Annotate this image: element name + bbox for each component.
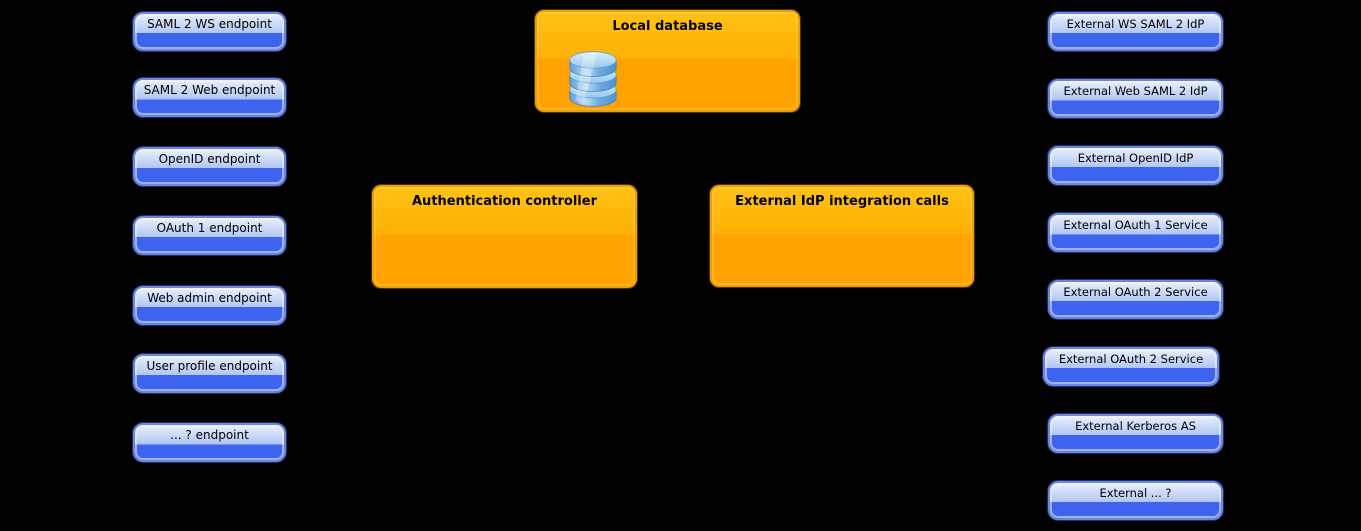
service-node-external-openid: External OpenID IdP (1048, 146, 1223, 185)
node-label: ... ? endpoint (170, 428, 249, 442)
endpoint-node-openid: OpenID endpoint (133, 147, 286, 186)
node-title: Local database (612, 19, 723, 34)
endpoint-node-oauth1: OAuth 1 endpoint (133, 216, 286, 255)
node-label: External OAuth 2 Service (1063, 285, 1208, 299)
database-icon (569, 51, 617, 107)
node-label: External Web SAML 2 IdP (1063, 84, 1208, 98)
node-label: External WS SAML 2 IdP (1066, 17, 1205, 31)
node-label: OAuth 1 endpoint (156, 221, 263, 235)
node-label: External OAuth 1 Service (1063, 218, 1208, 232)
node-label: External Kerberos AS (1075, 419, 1196, 433)
node-label: External ... ? (1099, 486, 1172, 500)
service-node-external-kerberos: External Kerberos AS (1048, 414, 1223, 453)
component-node-external-idp-calls: External IdP integration calls (710, 185, 974, 287)
node-label: OpenID endpoint (158, 152, 261, 166)
service-node-external-web-saml2: External Web SAML 2 IdP (1048, 79, 1223, 118)
service-node-external-oauth2-b: External OAuth 2 Service (1043, 347, 1219, 386)
node-label: User profile endpoint (146, 359, 273, 373)
node-title: External IdP integration calls (735, 194, 949, 209)
endpoint-node-saml2-web: SAML 2 Web endpoint (133, 78, 286, 117)
endpoint-node-other: ... ? endpoint (133, 423, 286, 462)
endpoint-node-saml2-ws: SAML 2 WS endpoint (133, 12, 286, 51)
node-label: SAML 2 WS endpoint (147, 17, 272, 31)
node-label: External OAuth 2 Service (1058, 352, 1204, 366)
service-node-external-oauth2-a: External OAuth 2 Service (1048, 280, 1223, 319)
node-label: SAML 2 Web endpoint (143, 83, 276, 97)
node-label: Web admin endpoint (147, 291, 272, 305)
component-node-auth-controller: Authentication controller (372, 185, 637, 288)
service-node-external-other: External ... ? (1048, 481, 1223, 520)
component-node-local-database: Local database (535, 10, 800, 112)
service-node-external-ws-saml2: External WS SAML 2 IdP (1048, 12, 1223, 51)
node-title: Authentication controller (412, 194, 597, 209)
endpoint-node-web-admin: Web admin endpoint (133, 286, 286, 325)
service-node-external-oauth1: External OAuth 1 Service (1048, 213, 1223, 252)
endpoint-node-user-profile: User profile endpoint (133, 354, 286, 393)
node-label: External OpenID IdP (1077, 151, 1194, 165)
